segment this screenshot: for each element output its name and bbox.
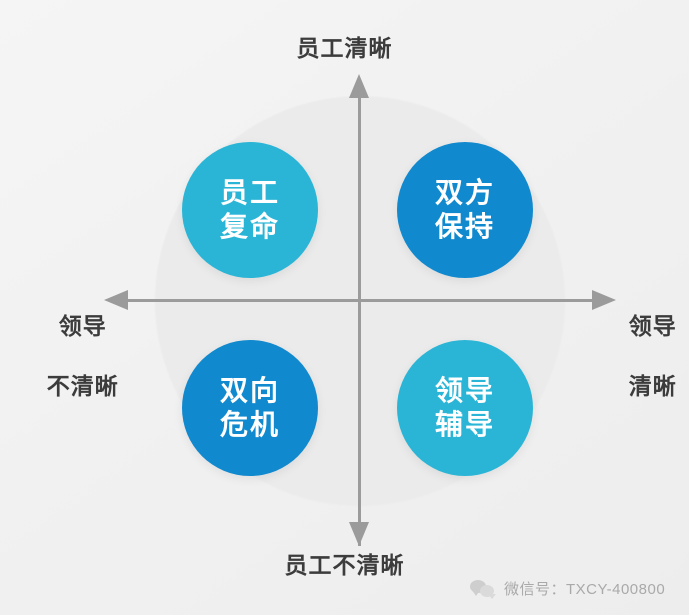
- axis-arrow-right-icon: [592, 290, 616, 310]
- axis-label-left-line2: 不清晰: [46, 373, 119, 399]
- wechat-icon: [470, 579, 496, 599]
- quadrant-bubble-bottom-right[interactable]: 领导 辅导: [397, 340, 533, 476]
- axis-label-right-line2: 清晰: [628, 373, 677, 399]
- axis-label-right-line1: 领导: [628, 313, 677, 339]
- quadrant-top-right-line1: 双方: [434, 177, 495, 208]
- quadrant-top-right-line2: 保持: [434, 211, 495, 242]
- watermark-text: 微信号：TXCY-400800: [504, 581, 666, 598]
- quadrant-bottom-left-line1: 双向: [219, 375, 280, 406]
- quadrant-top-left-line2: 复命: [219, 211, 280, 242]
- axis-label-right: 领导 清晰: [588, 281, 688, 431]
- quadrant-bottom-right-line2: 辅导: [434, 409, 495, 440]
- axis-label-top: 员工清晰: [296, 35, 393, 61]
- quadrant-top-left-line1: 员工: [219, 177, 280, 208]
- axis-label-left-line1: 领导: [58, 313, 107, 339]
- quadrant-bubble-top-right[interactable]: 双方 保持: [397, 142, 533, 278]
- watermark: 微信号：TXCY-400800: [470, 578, 665, 599]
- axis-label-left: 领导 不清晰: [8, 281, 128, 431]
- axis-arrow-up-icon: [349, 74, 369, 98]
- quadrant-bottom-left-line2: 危机: [219, 409, 280, 440]
- axis-label-bottom: 员工不清晰: [284, 552, 405, 578]
- quadrant-bottom-right-line1: 领导: [434, 375, 495, 406]
- quadrant-bubble-bottom-left[interactable]: 双向 危机: [182, 340, 318, 476]
- horizontal-axis-line: [126, 299, 594, 302]
- quadrant-bubble-top-left[interactable]: 员工 复命: [182, 142, 318, 278]
- axis-arrow-left-icon: [104, 290, 128, 310]
- axis-arrow-down-icon: [349, 522, 369, 546]
- vertical-axis-line: [358, 96, 361, 546]
